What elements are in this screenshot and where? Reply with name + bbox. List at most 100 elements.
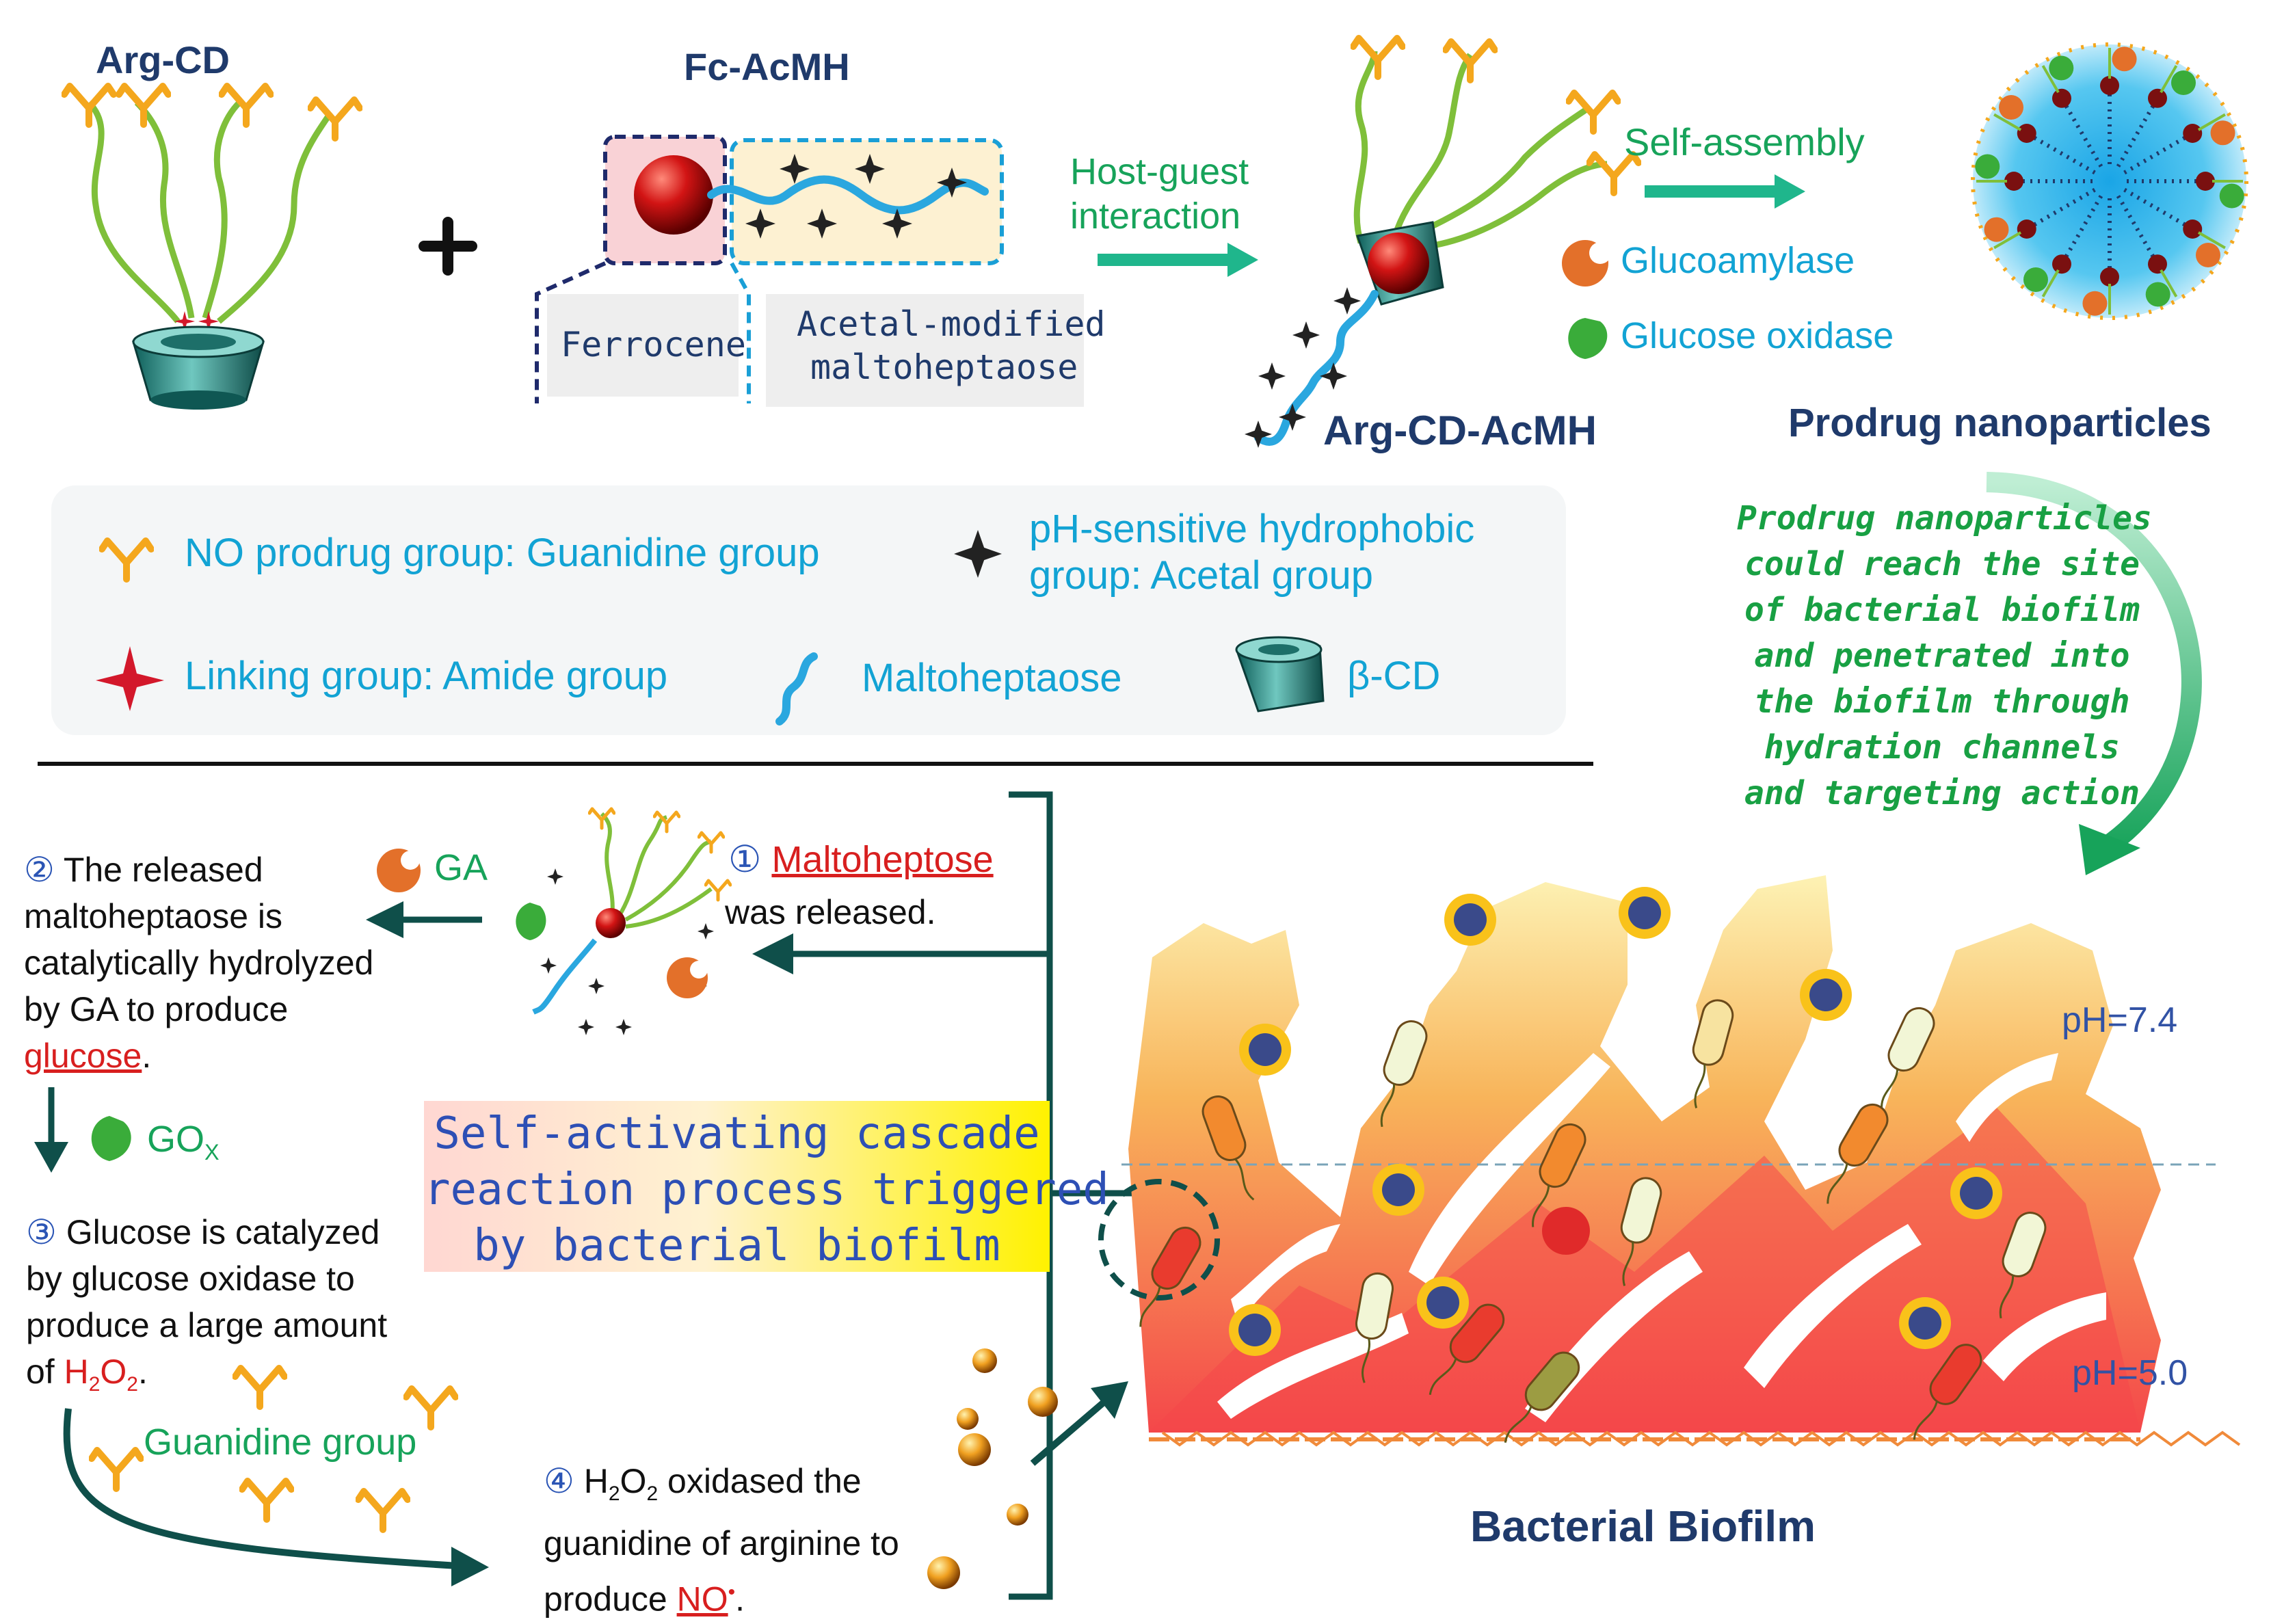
step4-keyword: NO [676, 1580, 728, 1619]
glucoamylase-icon [1984, 217, 2009, 242]
gox-label: GOX [147, 1118, 220, 1165]
ferrocene-core [2183, 219, 2203, 239]
step4-prefix: produce [544, 1580, 677, 1619]
step4-h: H [583, 1462, 609, 1500]
guanidine-icon [242, 1481, 291, 1519]
glucoamylase-icon [1562, 240, 1611, 287]
arginine-chain [2160, 65, 2178, 94]
fc-acmh-label: Fc-AcMH [684, 45, 850, 88]
no-bubbles [927, 1348, 1058, 1589]
glucoamylase-icon [2195, 243, 2220, 268]
arginine-chain [2041, 269, 2060, 297]
glucoamylase-icon [2112, 46, 2137, 72]
self-assembly-arrow [1775, 174, 1805, 209]
step2-line: catalytically hydrolyzed [24, 944, 374, 982]
step3-period: . [137, 1353, 148, 1391]
ph-bottom-label: pH=5.0 [2072, 1353, 2188, 1393]
cascade-banner: Self-activating cascade reaction process… [424, 1106, 1109, 1274]
ga-icon [377, 849, 421, 892]
glucose-oxidase-icon [2049, 55, 2074, 81]
step3-line: produce a large amount [26, 1306, 388, 1344]
host-guest-line1: Host-guest [1070, 151, 1249, 192]
step2-period: . [142, 1037, 152, 1075]
flagellum [1380, 1084, 1396, 1128]
step3-line: by glucose oxidase to [26, 1260, 355, 1298]
arg-cd-acmh-label: Arg-CD-AcMH [1323, 408, 1597, 453]
banner-line: by bacterial biofilm [473, 1221, 1000, 1271]
fc-acmh-molecule [535, 135, 1084, 407]
glucose-oxidase-label: Glucose oxidase [1621, 315, 1894, 356]
gox-label-sub: X [204, 1139, 220, 1164]
prodrug-nanoparticle [1971, 42, 2248, 320]
arginine-chain [1993, 231, 2022, 250]
ferrocene-core [2148, 254, 2167, 274]
step3-sub1: 2 [88, 1373, 101, 1396]
legend-maltoheptaose: Maltoheptaose [862, 656, 1122, 700]
legend-no-prodrug: NO prodrug group: Guanidine group [185, 531, 820, 575]
banner-line: reaction process triggered [424, 1164, 1109, 1215]
ferrocene-label: Ferrocene [561, 325, 746, 364]
step4-line: oxidased the [667, 1462, 862, 1500]
into-biofilm-arrow [1091, 1381, 1128, 1419]
ferrocene-core [2100, 76, 2119, 95]
arginine-chain [2160, 269, 2178, 297]
side-note-line: the biofilm through [1754, 682, 2130, 721]
flagellum [1622, 1242, 1634, 1286]
flagellum [1999, 1275, 2015, 1319]
arginine-chain [2197, 231, 2226, 250]
flagellum [1361, 1337, 1371, 1383]
ga-label: GA [434, 847, 488, 888]
ferrocene-core [2196, 172, 2215, 191]
flagellum [1532, 1185, 1550, 1227]
legend-beta-cd: β-CD [1347, 654, 1441, 698]
host-guest-arrow [1227, 243, 1258, 277]
legend-ph-line2: group: Acetal group [1029, 553, 1374, 598]
nanoparticle-core [1454, 903, 1487, 936]
step4-line: guanidine of arginine to [544, 1524, 899, 1562]
beta-cd-legend-icon [1235, 636, 1325, 713]
side-note-line: could reach the site [1744, 545, 2140, 583]
nanoparticle-core [1382, 1173, 1415, 1206]
step3-o: O [100, 1353, 127, 1391]
step4-text: ④ H2O2 oxidased the guanidine of arginin… [544, 1456, 899, 1624]
step3-text: ③ Glucose is catalyzed by glucose oxidas… [26, 1209, 387, 1408]
step1-text: was released. [725, 893, 936, 931]
ph-top-label: pH=7.4 [2062, 1000, 2178, 1040]
step2-number: ② [24, 851, 55, 889]
gox-label-main: GO [147, 1119, 205, 1160]
nanoparticle-core [1426, 1286, 1459, 1319]
glucose-oxidase-icon [2145, 282, 2170, 307]
step2-line: maltoheptaose is [24, 897, 283, 935]
glucose-oxidase-icon [1568, 318, 1608, 359]
step3-h: H [64, 1353, 89, 1391]
ferrocene-core [2017, 219, 2036, 239]
flagellum [1913, 1400, 1938, 1440]
prodrug-nanoparticles-label: Prodrug nanoparticles [1788, 401, 2212, 445]
micelle-arm [2116, 195, 2158, 263]
amide-legend-icon [96, 646, 164, 711]
glucoamylase-icon [1999, 94, 2024, 120]
step3-line-prefix: of [26, 1353, 64, 1391]
glucose-oxidase-icon [2023, 267, 2048, 292]
micelle-arm [2061, 195, 2103, 263]
side-note-line: Prodrug nanoparticles [1737, 499, 2152, 537]
biofilm-nanoparticles [1229, 887, 2002, 1356]
step1-keyword: Maltoheptose [771, 839, 994, 880]
side-note-line: of bacterial biofilm [1744, 591, 2140, 629]
flagellum [1504, 1406, 1532, 1443]
step4-number: ④ [544, 1462, 574, 1500]
step4-sub1: 2 [608, 1482, 620, 1505]
step3-h2o2: H2O2 [64, 1353, 138, 1396]
arginine-chain [2197, 113, 2226, 131]
nanoparticle-core [1628, 896, 1661, 929]
ferrocene-core [2052, 254, 2071, 274]
step4-radical-dot: • [728, 1581, 736, 1603]
arg-cd-molecule [64, 86, 360, 410]
arg-cd-acmh-molecule [1245, 38, 1638, 448]
step1-number: ① [728, 839, 762, 880]
no-release-arrow [451, 1547, 489, 1586]
nanoparticle-core [1249, 1033, 1281, 1066]
bacteria-group [1139, 999, 2047, 1443]
